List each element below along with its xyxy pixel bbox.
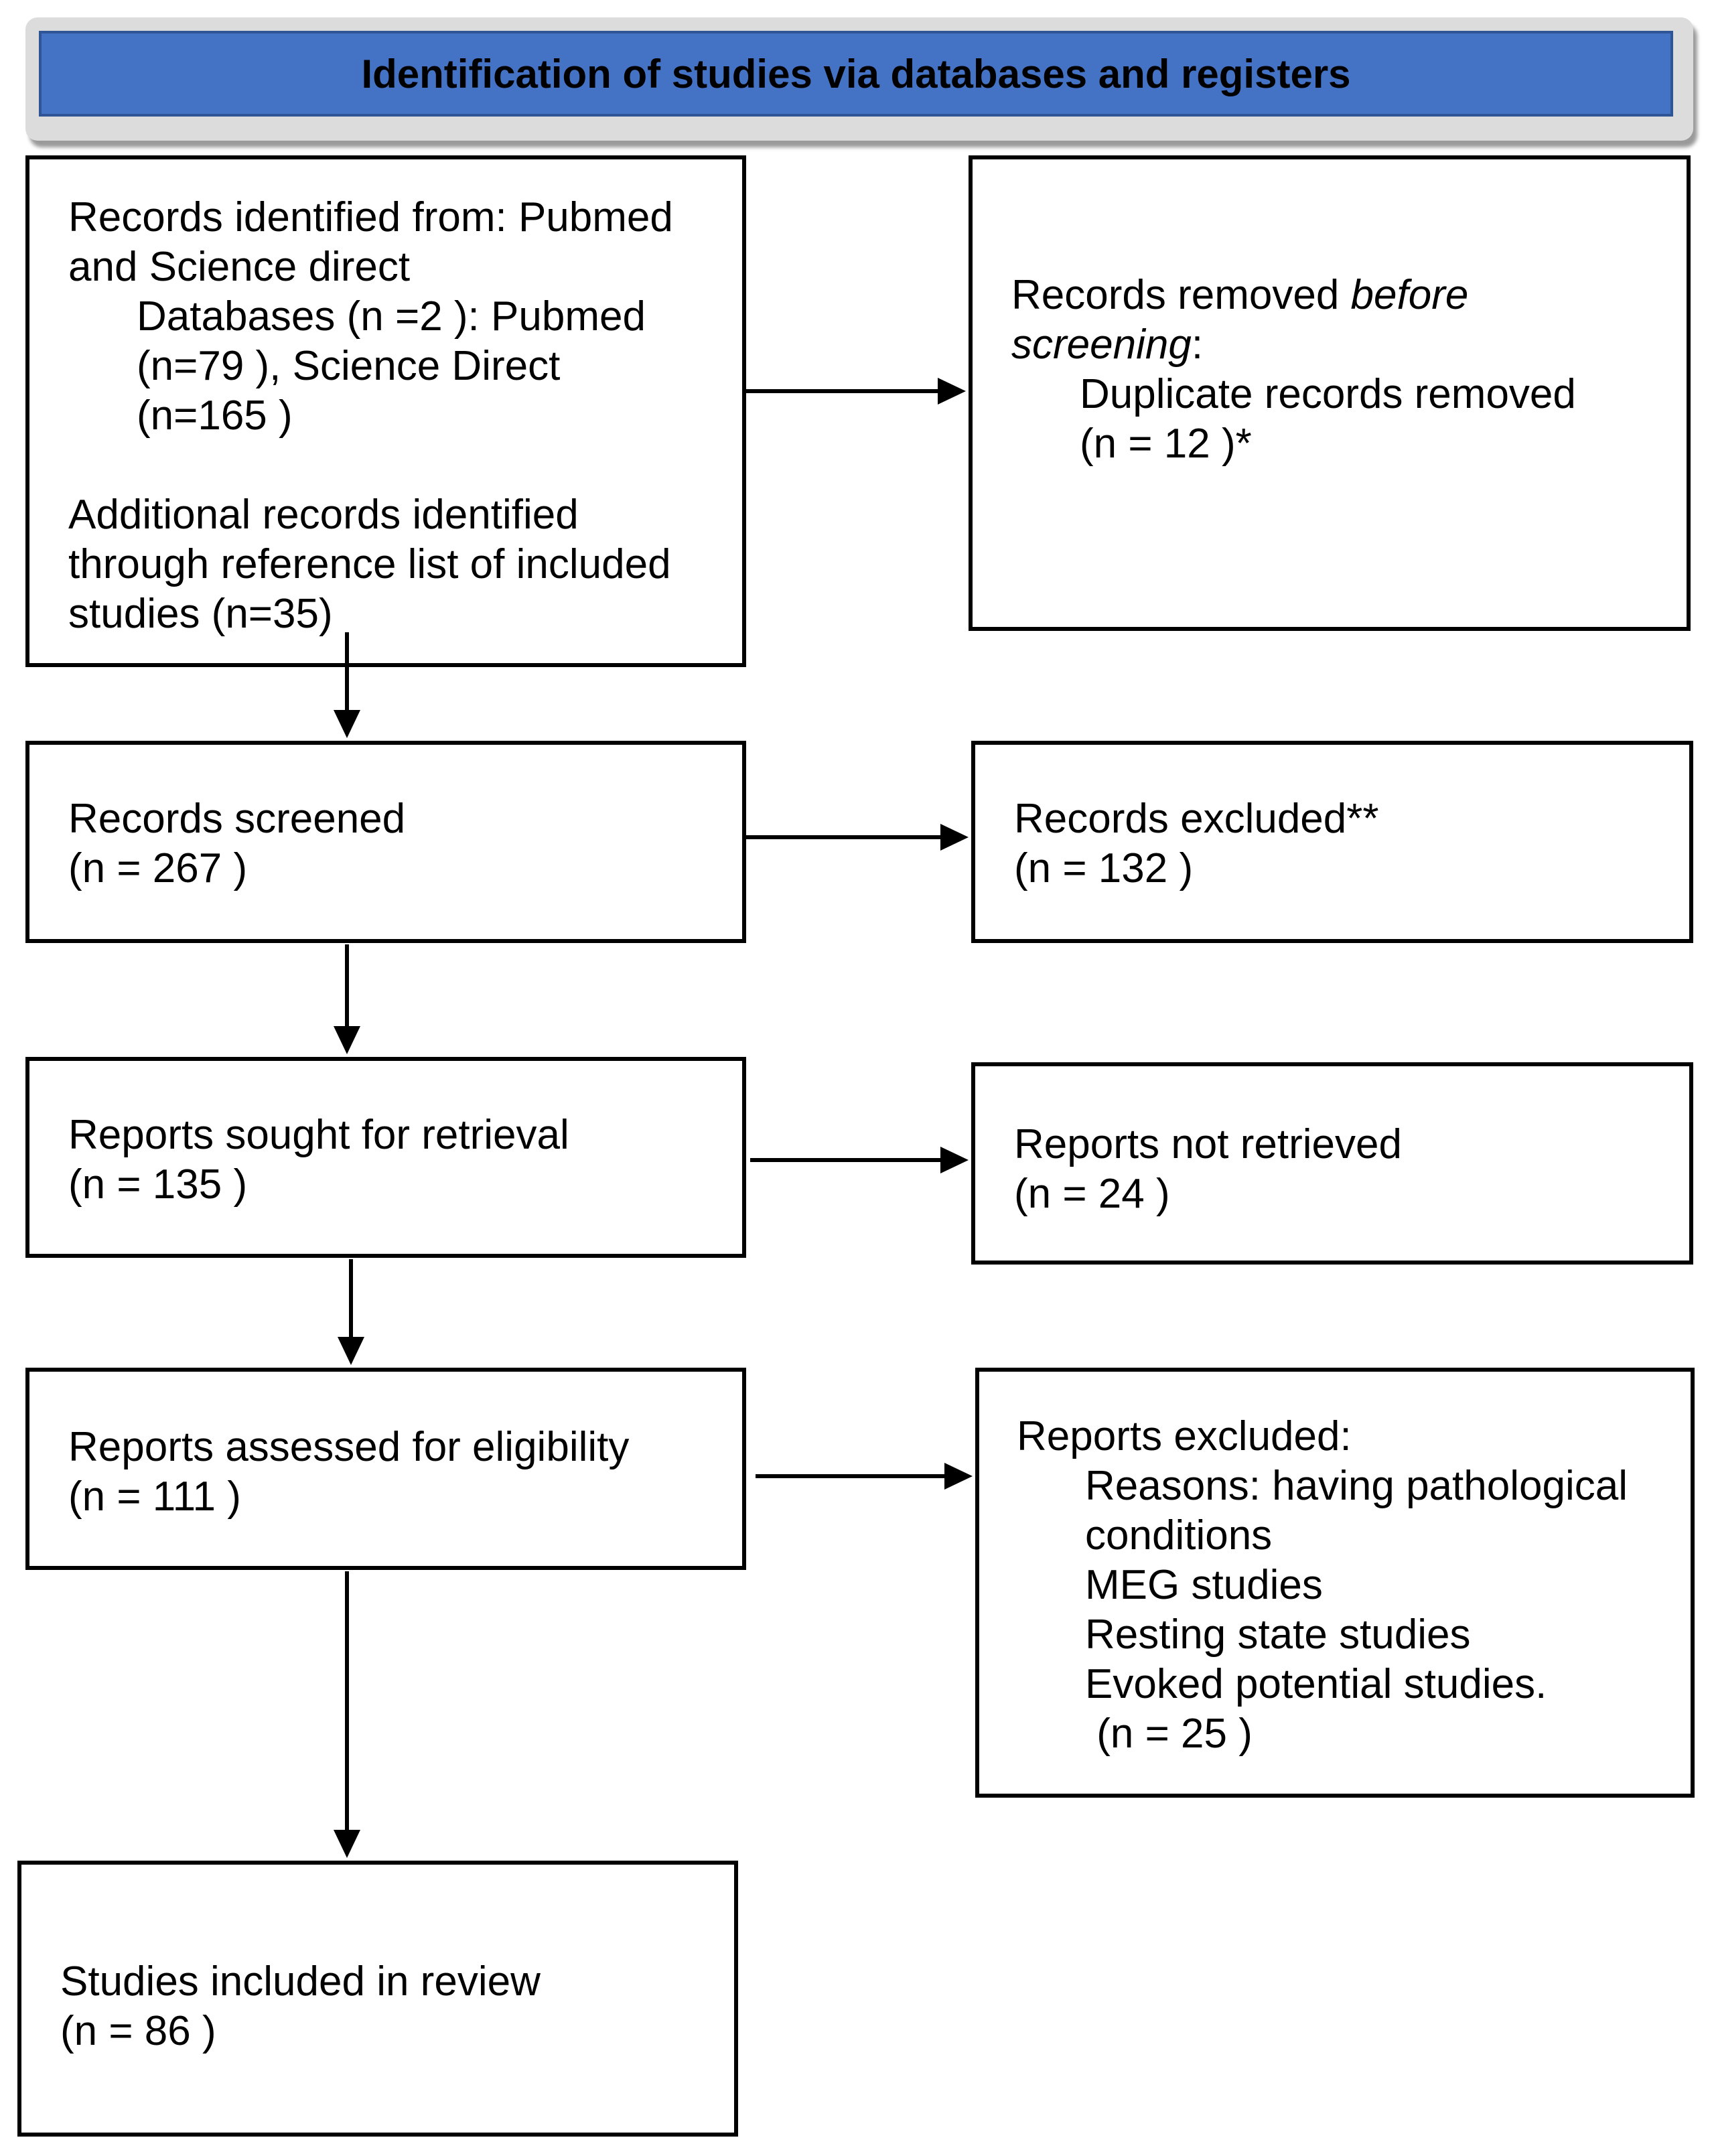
removed-label-b: before [1350, 272, 1469, 318]
records-removed-text: Records removed before screening: Duplic… [1011, 271, 1576, 469]
records-removed-box: Records removed before screening: Duplic… [969, 155, 1691, 631]
identified-line-8: studies (n=35) [68, 591, 333, 637]
identified-line-3: Databases (n =2 ): Pubmed [137, 293, 646, 340]
not-retrieved-label: Reports not retrieved [1014, 1121, 1402, 1167]
sought-label: Reports sought for retrieval [68, 1112, 569, 1158]
reason-3: Resting state studies [1085, 1611, 1471, 1658]
removed-label-d: : [1191, 321, 1204, 368]
included-label: Studies included in review [60, 1958, 541, 2005]
reason-2: MEG studies [1085, 1562, 1323, 1608]
removed-label-a: Records removed [1011, 272, 1351, 318]
identified-line-2: and Science direct [68, 244, 411, 290]
identified-line-6: Additional records identified [68, 492, 579, 538]
removed-line-1: Records removed before [1011, 271, 1576, 320]
reports-assessed-box: Reports assessed for eligibility (n = 11… [25, 1368, 746, 1570]
excluded-label: Records excluded** [1014, 796, 1379, 842]
reports-excluded-count: (n = 25 ) [1085, 1711, 1253, 1757]
screened-label: Records screened [68, 796, 406, 842]
removed-line-3: Duplicate records removed [1080, 371, 1576, 417]
sought-count: (n = 135 ) [68, 1161, 248, 1208]
reason-4: Evoked potential studies. [1085, 1661, 1547, 1707]
removed-line-4: (n = 12 )* [1080, 421, 1252, 467]
assessed-label: Reports assessed for eligibility [68, 1424, 630, 1470]
reports-excluded-box: Reports excluded: Reasons: having pathol… [975, 1368, 1695, 1798]
identified-line-7: through reference list of included [68, 541, 671, 587]
removed-line-2: screening: [1011, 320, 1576, 370]
arrowhead-down-4 [334, 1830, 360, 1858]
identified-line-1: Records identified from: Pubmed [68, 194, 673, 240]
records-identified-text: Records identified from: Pubmed and Scie… [68, 193, 673, 639]
arrowhead-down-2 [334, 1026, 360, 1054]
arrowhead-right-2 [940, 824, 969, 851]
arrowhead-down-3 [338, 1337, 364, 1365]
reason-1b: conditions [1085, 1512, 1273, 1559]
reports-not-retrieved-box: Reports not retrieved (n = 24 ) [971, 1062, 1693, 1265]
excluded-count: (n = 132 ) [1014, 845, 1194, 891]
header-title: Identification of studies via databases … [361, 51, 1351, 96]
header-banner: Identification of studies via databases … [39, 31, 1673, 117]
studies-included-box: Studies included in review (n = 86 ) [17, 1861, 738, 2137]
removed-label-c: screening [1011, 321, 1192, 368]
records-excluded-text: Records excluded** (n = 132 ) [1014, 794, 1379, 893]
arrowhead-down-1 [334, 710, 360, 738]
identified-line-4: (n=79 ), Science Direct [137, 343, 561, 389]
arrowhead-right-3 [940, 1147, 969, 1173]
reports-assessed-text: Reports assessed for eligibility (n = 11… [68, 1423, 629, 1522]
arrowhead-right-4 [944, 1463, 973, 1490]
not-retrieved-count: (n = 24 ) [1014, 1171, 1170, 1217]
screened-count: (n = 267 ) [68, 845, 248, 891]
studies-included-text: Studies included in review (n = 86 ) [60, 1957, 541, 2056]
records-identified-box: Records identified from: Pubmed and Scie… [25, 155, 746, 667]
reports-not-retrieved-text: Reports not retrieved (n = 24 ) [1014, 1120, 1402, 1219]
reports-sought-box: Reports sought for retrieval (n = 135 ) [25, 1057, 746, 1258]
reports-excluded-text: Reports excluded: Reasons: having pathol… [1017, 1412, 1628, 1759]
arrowhead-right-1 [938, 378, 966, 405]
assessed-count: (n = 111 ) [68, 1474, 241, 1520]
included-count: (n = 86 ) [60, 2008, 216, 2054]
records-screened-box: Records screened (n = 267 ) [25, 741, 746, 943]
records-excluded-box: Records excluded** (n = 132 ) [971, 741, 1693, 943]
records-screened-text: Records screened (n = 267 ) [68, 794, 405, 893]
reason-1: Reasons: having pathological [1085, 1463, 1628, 1509]
identified-line-5: (n=165 ) [137, 392, 293, 439]
reports-excluded-label: Reports excluded: [1017, 1413, 1352, 1459]
reports-sought-text: Reports sought for retrieval (n = 135 ) [68, 1110, 569, 1210]
